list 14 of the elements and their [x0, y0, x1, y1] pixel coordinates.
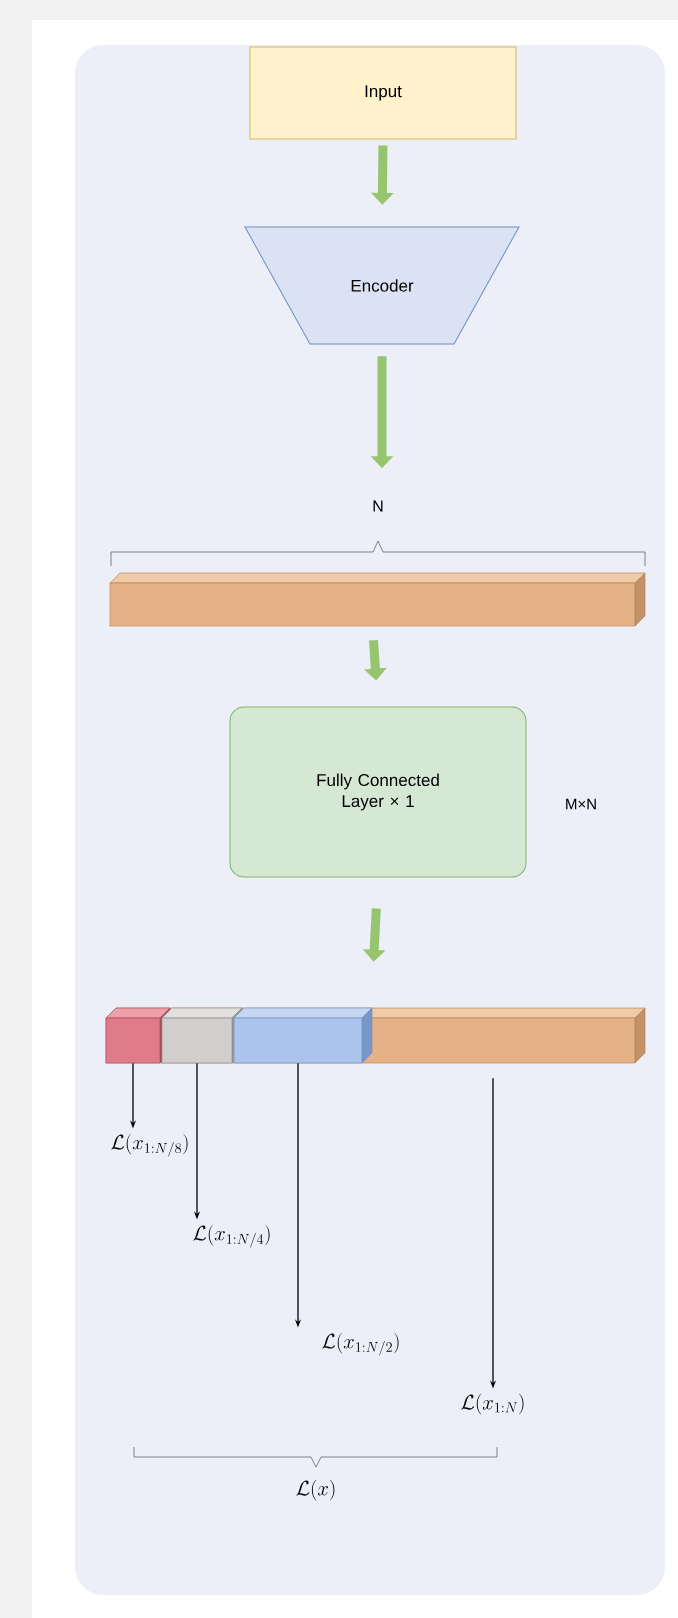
loss-formula: $\mathcal{L}(x_{1:N/4})$ — [193, 1224, 270, 1248]
bar-block — [161, 1007, 243, 1064]
bar-block — [105, 1007, 171, 1064]
dimension-label: M×N — [566, 798, 596, 810]
input-box: Input — [249, 46, 517, 140]
loss-formula: $\mathcal{L}(x_{1:N/8})$ — [111, 1133, 188, 1157]
encoder-trapezoid: Encoder — [244, 226, 520, 345]
loss-formula: $\mathcal{L}(x_{1:N})$ — [461, 1393, 524, 1415]
bar-block — [233, 1007, 373, 1064]
dimension-label: N — [373, 500, 383, 512]
loss-formula: $\mathcal{L}(x)$ — [296, 1479, 335, 1501]
process-box: Fully Connected Layer × 1 — [229, 706, 527, 878]
bar-block — [109, 572, 646, 627]
loss-formula: $\mathcal{L}(x_{1:N/2})$ — [322, 1332, 399, 1356]
